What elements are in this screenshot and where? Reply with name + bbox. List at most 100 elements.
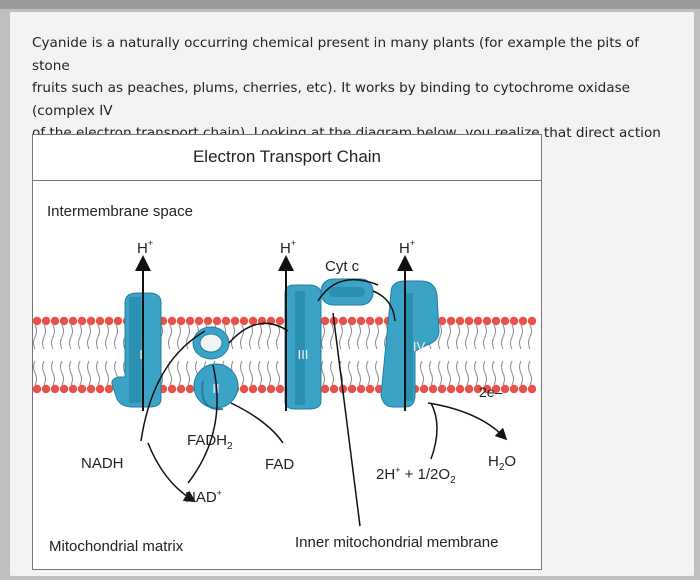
lipid-tail [60, 324, 64, 350]
lipid-head [50, 316, 60, 326]
lipid-tail [492, 324, 496, 350]
question-card: Cyanide is a naturally occurring chemica… [10, 12, 694, 576]
lipid-tail [447, 324, 451, 350]
lipid-tail [114, 324, 118, 350]
complex-i-label: I [139, 347, 143, 362]
lipid-head [86, 316, 96, 326]
lipid-tail [177, 324, 181, 350]
oxygen-reaction-label: 2H+ + 1/2O2 [376, 465, 456, 486]
nad-label: NAD+ [185, 488, 222, 506]
lipid-tail [510, 360, 514, 386]
lipid-head [59, 384, 69, 394]
complex-iii [284, 284, 322, 410]
lipid-head [185, 316, 195, 326]
lipid-head [464, 384, 474, 394]
lipid-head [185, 384, 195, 394]
electron-path-iii-cytc [317, 278, 379, 302]
lipid-tail [483, 324, 487, 350]
lipid-head [266, 384, 276, 394]
lipid-head [509, 384, 519, 394]
lipid-head [419, 384, 429, 394]
ubiquinone-q [192, 326, 230, 360]
lipid-head [275, 316, 285, 326]
lipid-head [356, 316, 366, 326]
lipid-tail [348, 324, 352, 350]
lipid-tail [186, 324, 190, 350]
matrix-label: Mitochondrial matrix [49, 538, 184, 555]
lipid-tail [528, 360, 532, 386]
lipid-head [338, 316, 348, 326]
lipid-head [95, 384, 105, 394]
lipid-tail [33, 324, 37, 350]
lipid-tail [42, 360, 46, 386]
lipid-head [500, 316, 510, 326]
lipid-head [473, 316, 483, 326]
lipid-tail [465, 324, 469, 350]
membrane-label: Inner mitochondrial membrane [295, 534, 499, 551]
lipid-head [77, 384, 87, 394]
lipid-head [212, 316, 222, 326]
window-top-bar [0, 0, 700, 9]
proton-label: H+ [280, 238, 296, 257]
lipid-head [104, 384, 114, 394]
lipid-head [77, 316, 87, 326]
electron-path-ii-q [187, 364, 218, 484]
lipid-tail [375, 324, 379, 350]
fad-label: FAD [265, 456, 295, 473]
lipid-head [446, 316, 456, 326]
lipid-head [194, 316, 204, 326]
lipid-head [95, 316, 105, 326]
q-label: Q [206, 336, 216, 351]
lipid-head [113, 316, 123, 326]
lipid-head [518, 384, 528, 394]
lipid-tail [510, 324, 514, 350]
lipid-tail [231, 324, 235, 350]
lipid-tail [69, 360, 73, 386]
lipid-head [239, 316, 249, 326]
lipid-head [239, 384, 249, 394]
lipid-tail [519, 324, 523, 350]
lipid-head [527, 316, 537, 326]
lipid-tail [276, 360, 280, 386]
etc-diagram: Electron Transport Chain Intermembrane s… [32, 134, 542, 570]
lipid-tail [267, 360, 271, 386]
proton-label: H+ [137, 238, 153, 257]
lipid-head [33, 316, 42, 326]
lipid-head [437, 384, 447, 394]
lipid-head [365, 316, 375, 326]
lipid-head [527, 384, 537, 394]
complex-iv-label: IV [413, 339, 426, 354]
lipid-tail [456, 360, 460, 386]
lipid-tail [357, 324, 361, 350]
lipid-tail [438, 324, 442, 350]
lipid-tail [357, 360, 361, 386]
lipid-head [86, 384, 96, 394]
electron-path-i-q [140, 330, 206, 442]
lipid-head [437, 316, 447, 326]
lipid-tail [339, 324, 343, 350]
lipid-tail [366, 360, 370, 386]
cytochrome-c [320, 278, 374, 306]
lipid-head [50, 384, 60, 394]
lipid-head [167, 316, 177, 326]
lipid-head [41, 316, 51, 326]
lipid-tail [366, 324, 370, 350]
lipid-head [248, 384, 258, 394]
lipid-tail [186, 360, 190, 386]
lipid-tail [492, 360, 496, 386]
lipid-tail [474, 360, 478, 386]
lipid-head [491, 384, 501, 394]
lipid-head [356, 384, 366, 394]
electron-path-cytc-iv [372, 290, 396, 322]
electron-path-q-iii [228, 322, 289, 344]
lipid-head [347, 384, 357, 394]
lipid-tail [96, 360, 100, 386]
lipid-tail [78, 360, 82, 386]
lipid-head [347, 316, 357, 326]
lipid-tail [96, 324, 100, 350]
lipid-head [500, 384, 510, 394]
proton-label: H+ [399, 238, 415, 257]
lipid-tail [321, 324, 325, 350]
lipid-tail [258, 360, 262, 386]
lipid-tail [87, 324, 91, 350]
